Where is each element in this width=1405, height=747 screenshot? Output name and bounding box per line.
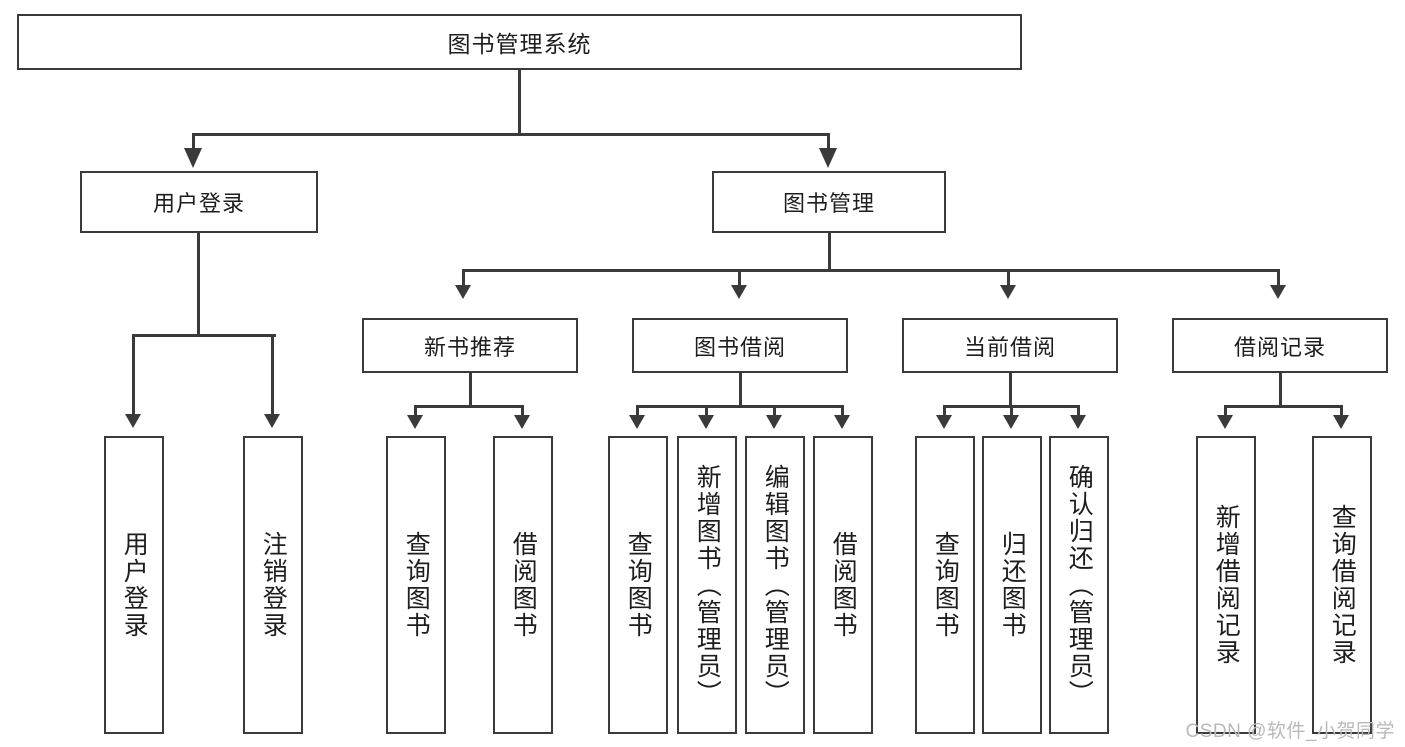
node-label: 查询图书	[931, 531, 960, 639]
connector-book-manage-stem	[828, 233, 831, 271]
leaf-bb-edit-book[interactable]: 编辑图书（管理员）	[745, 436, 805, 734]
connector-book-borrow-drop-1	[636, 405, 639, 417]
node-label: 确认归还（管理员）	[1065, 463, 1094, 707]
node-root-system[interactable]: 图书管理系统	[17, 14, 1022, 70]
leaf-bb-borrow-book[interactable]: 借阅图书	[813, 436, 873, 734]
connector-new-book-drop-2	[521, 405, 524, 417]
arrow-to-leaf-bb-4	[834, 415, 850, 429]
leaf-nbr-query-book[interactable]: 查询图书	[386, 436, 446, 734]
connector-root-drop-right	[827, 133, 830, 153]
leaf-cb-return-book[interactable]: 归还图书	[982, 436, 1042, 734]
node-current-borrow[interactable]: 当前借阅	[902, 318, 1118, 373]
connector-book-manage-drop-4	[1277, 269, 1280, 287]
arrow-to-leaf-nbr-2	[514, 415, 530, 429]
node-book-manage[interactable]: 图书管理	[712, 171, 946, 233]
connector-book-manage-drop-3	[1007, 269, 1010, 287]
node-label: 借阅图书	[829, 531, 858, 639]
leaf-bb-add-book[interactable]: 新增图书（管理员）	[677, 436, 737, 734]
connector-book-borrow-bus	[636, 405, 844, 408]
connector-new-book-drop-1	[414, 405, 417, 417]
connector-borrow-record-drop-2	[1340, 405, 1343, 417]
connector-book-manage-drop-2	[738, 269, 741, 287]
arrow-to-book-borrow	[731, 285, 747, 299]
arrow-to-borrow-record	[1270, 285, 1286, 299]
node-label: 归还图书	[998, 531, 1027, 639]
arrow-to-leaf-logout	[264, 414, 280, 428]
node-label: 注销登录	[259, 531, 288, 639]
node-label: 查询借阅记录	[1328, 504, 1357, 666]
arrow-to-book-manage	[819, 148, 837, 168]
arrow-to-new-book-recommend	[455, 285, 471, 299]
connector-borrow-record-stem	[1279, 373, 1282, 407]
arrow-to-leaf-cb-3	[1070, 415, 1086, 429]
node-label: 图书借阅	[693, 334, 786, 360]
connector-current-borrow-drop-1	[943, 405, 946, 417]
node-label: 编辑图书（管理员）	[761, 463, 790, 707]
connector-book-manage-drop-1	[462, 269, 465, 287]
connector-borrow-record-drop-1	[1224, 405, 1227, 417]
node-label: 新增图书（管理员）	[693, 463, 722, 707]
connector-book-manage-bus	[462, 269, 1280, 272]
connector-book-borrow-drop-4	[841, 405, 844, 417]
connector-root-stem	[518, 70, 521, 135]
leaf-br-query-record[interactable]: 查询借阅记录	[1312, 436, 1372, 734]
arrow-to-leaf-br-1	[1217, 415, 1233, 429]
connector-root-drop-left	[192, 133, 195, 153]
leaf-br-add-record[interactable]: 新增借阅记录	[1196, 436, 1256, 734]
connector-user-login-drop-1	[132, 334, 135, 416]
leaf-user-login[interactable]: 用户登录	[104, 436, 164, 734]
connector-user-login-drop-2	[271, 334, 274, 416]
leaf-cb-confirm-return[interactable]: 确认归还（管理员）	[1049, 436, 1109, 734]
node-label: 新书推荐	[423, 334, 516, 360]
node-label: 借阅记录	[1233, 334, 1326, 360]
node-new-book-recommend[interactable]: 新书推荐	[362, 318, 578, 373]
connector-root-bus	[192, 133, 829, 136]
node-label: 新增借阅记录	[1212, 504, 1241, 666]
node-label: 查询图书	[624, 531, 653, 639]
connector-user-login-stem	[197, 233, 200, 335]
leaf-nbr-borrow-book[interactable]: 借阅图书	[493, 436, 553, 734]
connector-book-borrow-stem	[739, 373, 742, 407]
leaf-cb-query-book[interactable]: 查询图书	[915, 436, 975, 734]
node-label: 用户登录	[120, 531, 149, 639]
node-borrow-record[interactable]: 借阅记录	[1172, 318, 1388, 373]
connector-new-book-stem	[469, 373, 472, 407]
node-label: 查询图书	[402, 531, 431, 639]
leaf-logout[interactable]: 注销登录	[243, 436, 303, 734]
arrow-to-leaf-cb-2	[1003, 415, 1019, 429]
node-label: 当前借阅	[963, 334, 1056, 360]
arrow-to-user-login	[184, 148, 202, 168]
arrow-to-leaf-br-2	[1333, 415, 1349, 429]
node-book-borrow[interactable]: 图书借阅	[632, 318, 848, 373]
arrow-to-leaf-nbr-1	[407, 415, 423, 429]
node-label: 图书管理	[782, 191, 875, 216]
connector-new-book-bus	[414, 405, 524, 408]
connector-book-borrow-drop-2	[705, 405, 708, 417]
connector-current-borrow-drop-3	[1077, 405, 1080, 417]
node-label: 图书管理系统	[447, 31, 592, 57]
leaf-bb-query-book[interactable]: 查询图书	[608, 436, 668, 734]
arrow-to-leaf-bb-3	[766, 415, 782, 429]
node-label: 用户登录	[152, 191, 245, 216]
node-label: 借阅图书	[509, 531, 538, 639]
arrow-to-current-borrow	[1000, 285, 1016, 299]
arrow-to-leaf-user-login	[125, 414, 141, 428]
connector-book-borrow-drop-3	[773, 405, 776, 417]
node-user-login[interactable]: 用户登录	[80, 171, 318, 233]
connector-current-borrow-stem	[1009, 373, 1012, 407]
connector-user-login-bus	[132, 334, 276, 337]
arrow-to-leaf-bb-1	[629, 415, 645, 429]
arrow-to-leaf-cb-1	[936, 415, 952, 429]
connector-current-borrow-drop-2	[1010, 405, 1013, 417]
connector-borrow-record-bus	[1224, 405, 1342, 408]
arrow-to-leaf-bb-2	[698, 415, 714, 429]
